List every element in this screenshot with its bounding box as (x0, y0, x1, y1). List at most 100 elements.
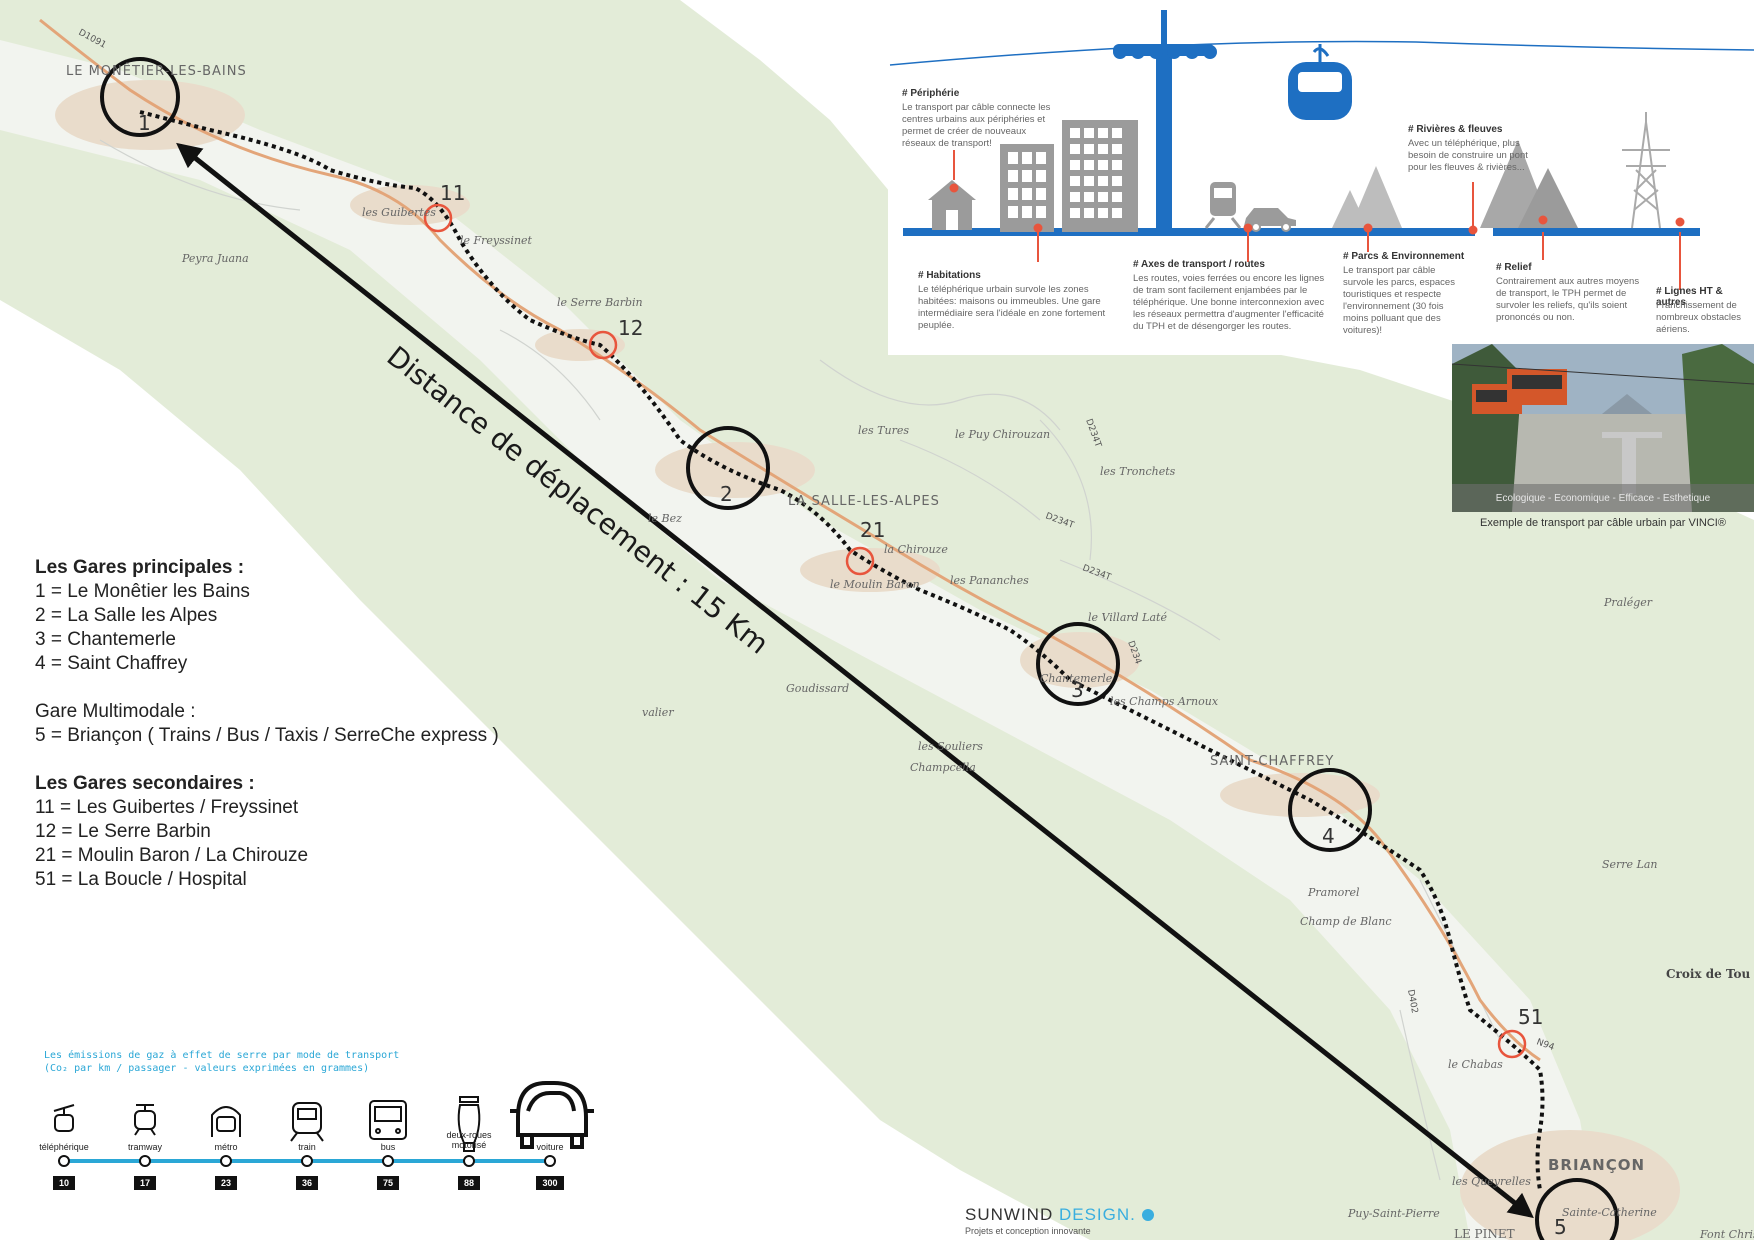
mode-label: téléphérique (39, 1142, 89, 1152)
mode-label: deux-roues motorisé (446, 1130, 492, 1150)
legend-item: 3 = Chantemerle (35, 629, 176, 650)
place-label: le Chabas (1448, 1058, 1503, 1071)
mode-value: 300 (536, 1176, 564, 1190)
secondary-station[interactable]: 12 (588, 316, 643, 360)
place-label: le Puy Chirouzan (955, 428, 1050, 441)
cable-car-photo: Ecologique - Economique - Efficace - Est… (1452, 344, 1754, 512)
svg-text:4: 4 (1322, 824, 1335, 848)
place-label: valier (642, 706, 674, 719)
town-label: SAINT-CHAFFREY (1210, 754, 1334, 769)
legend-secondary-title: Les Gares secondaires : (35, 773, 255, 794)
place-label: Goudissard (786, 682, 849, 695)
place-label: Peyra Juana (181, 252, 249, 265)
place-label: les Guibertes (362, 206, 436, 219)
place-label: Sainte-Catherine (1562, 1206, 1657, 1219)
place-label: le Moulin Baron (830, 578, 920, 591)
mode-teleferique: téléphérique (29, 1142, 99, 1152)
info-pins (949, 150, 1685, 290)
place-label: LE PINET (1454, 1227, 1515, 1240)
secondary-station[interactable]: 21 (845, 518, 885, 576)
place-label: la Chirouze (884, 543, 948, 556)
distance-arrow (176, 142, 1534, 1219)
mode-value: 10 (52, 1176, 75, 1190)
info-text: Le transport par câble connecte les cent… (902, 102, 1051, 149)
mode-value-box: 17 (110, 1171, 180, 1190)
mode-value: 88 (457, 1176, 480, 1190)
town-label: LA SALLE-LES-ALPES (788, 494, 940, 509)
mode-value-box: 300 (515, 1171, 585, 1190)
info-title: # Parcs & Environnement (1343, 251, 1465, 262)
svg-text:12: 12 (618, 316, 643, 340)
sunwind-logo: SUNWIND DESIGN. Projets et conception in… (965, 1205, 1154, 1236)
mode-metro: métro (191, 1142, 261, 1152)
legend-item: 51 = La Boucle / Hospital (35, 869, 247, 890)
legend-item: 2 = La Salle les Alpes (35, 605, 218, 626)
secondary-station[interactable]: 11 (423, 181, 465, 233)
mode-tramway: tramway (110, 1142, 180, 1152)
info-text: Franchissement de nombreux obstacles aér… (1656, 300, 1742, 335)
logo-dot-icon (1141, 1209, 1154, 1221)
info-title: # Habitations (918, 270, 981, 281)
place-label: les Champs Arnoux (1110, 695, 1219, 708)
place-label: les Tronchets (1100, 465, 1176, 478)
legend-item: 12 = Le Serre Barbin (35, 821, 211, 842)
svg-text:51: 51 (1518, 1005, 1543, 1029)
place-label: Pramorel (1307, 886, 1360, 899)
station-legend: Les Gares principales : 1 = Le Monêtier … (35, 556, 595, 892)
main-station[interactable]: 1 (100, 57, 180, 137)
svg-text:21: 21 (860, 518, 885, 542)
legend-item: 5 = Briançon ( Trains / Bus / Taxis / Se… (35, 725, 499, 746)
secondary-station[interactable]: 51 (1497, 1005, 1543, 1059)
logo-brand-b: DESIGN. (1058, 1205, 1136, 1224)
place-label: Chantemerle (1040, 672, 1113, 685)
main-station[interactable]: 4 (1288, 768, 1372, 852)
main-station[interactable]: 2 (686, 426, 770, 510)
tower-icon (1062, 120, 1138, 232)
mode-value: 17 (133, 1176, 156, 1190)
road-label: D402 (1405, 989, 1419, 1014)
bus-icon (369, 1100, 407, 1140)
town-label: LE MONÊTIER-LES-BAINS (66, 63, 247, 79)
mode-value: 36 (295, 1176, 318, 1190)
place-label: Praléger (1603, 596, 1653, 609)
photo-drawing (1452, 344, 1754, 512)
legend-multi-title: Gare Multimodale : (35, 701, 196, 722)
scooter-icon (457, 1096, 481, 1152)
place-label: Champ de Blanc (1300, 915, 1391, 928)
legend-item: 1 = Le Monêtier les Bains (35, 581, 250, 602)
emissions-line (53, 1081, 594, 1167)
logo-brand-a: SUNWIND (965, 1205, 1059, 1224)
place-label: Puy-Saint-Pierre (1347, 1207, 1440, 1220)
mode-value-box: 23 (191, 1171, 261, 1190)
svg-text:2: 2 (720, 482, 733, 506)
place-label: le Serre Barbin (557, 296, 643, 309)
mode-label: bus (380, 1142, 396, 1152)
main-station[interactable]: 3 (1036, 622, 1120, 706)
car-icon (510, 1081, 594, 1149)
place-label: les Queyrelles (1452, 1175, 1531, 1188)
emissions-panel: Les émissions de gaz à effet de serre pa… (39, 1045, 630, 1205)
photo-credit: Exemple de transport par câble urbain pa… (1480, 517, 1726, 529)
emissions-subtitle-line: (Co₂ par km / passager - valeurs exprimé… (44, 1063, 370, 1074)
train-icon (290, 1102, 324, 1142)
place-label: les Tures (858, 424, 909, 437)
mode-label: train (298, 1142, 316, 1152)
logo-tagline: Projets et conception innovante (965, 1226, 1091, 1236)
main-station[interactable]: 5 (1535, 1178, 1619, 1240)
legend-item: 21 = Moulin Baron / La Chirouze (35, 845, 309, 866)
town-label: BRIANÇON (1548, 1156, 1645, 1174)
building-icon (1000, 144, 1054, 232)
mode-label: tramway (127, 1142, 162, 1152)
mode-value: 75 (376, 1176, 399, 1190)
mode-bus: bus (353, 1142, 423, 1152)
info-title: # Axes de transport / routes (1133, 259, 1265, 270)
svg-text:11: 11 (440, 181, 465, 205)
mountains-icon (1480, 140, 1578, 228)
pylon-icon (1113, 10, 1217, 232)
cable-infographic: # Périphérie Le transport par câble conn… (888, 0, 1754, 355)
place-label: le Villard Laté (1088, 611, 1167, 624)
mode-train: train (272, 1142, 342, 1152)
logo-wordmark: SUNWIND DESIGN. (965, 1205, 1154, 1225)
